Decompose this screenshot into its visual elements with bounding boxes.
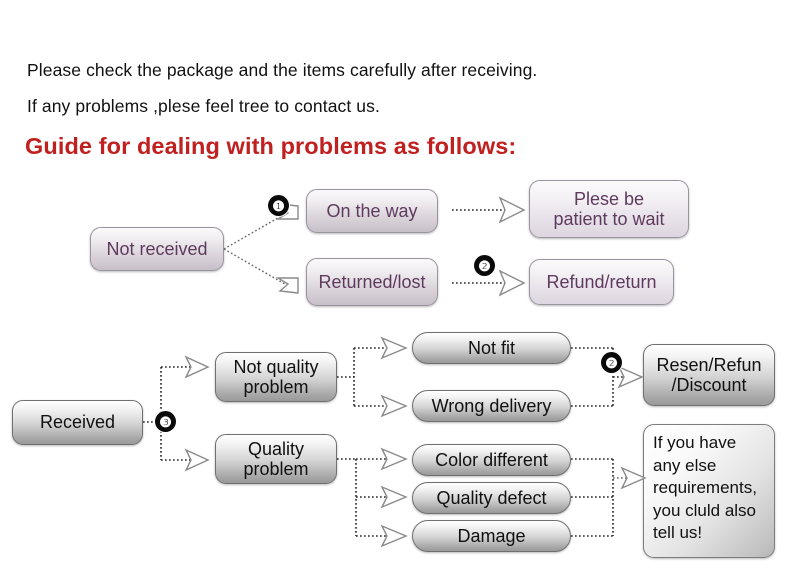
node-resend-refund-discount-line1: Resen/Refun <box>656 354 762 375</box>
node-refund-return[interactable]: Refund/return <box>529 259 674 305</box>
intro-line-2: If any problems ,plese feel tree to cont… <box>27 96 380 116</box>
node-quality-problem-line1: Quality <box>247 438 305 459</box>
arrowhead-returnedlost <box>275 277 299 294</box>
node-wrong-delivery[interactable]: Wrong delivery <box>412 390 571 422</box>
arrowhead-color <box>380 447 408 471</box>
arrowhead-damage <box>380 524 408 548</box>
note-line-3: requirements, <box>653 478 757 498</box>
node-not-quality-problem[interactable]: Not quality problem <box>215 352 337 402</box>
guide-heading: Guide for dealing with problems as follo… <box>25 133 517 159</box>
node-damage[interactable]: Damage <box>412 520 571 552</box>
arrowhead-wait <box>498 196 526 224</box>
wire-notreceived-returnedlost <box>223 248 291 288</box>
node-returned-lost[interactable]: Returned/lost <box>306 258 438 306</box>
note-line-4: you cluld also <box>653 500 757 520</box>
intro-line-1: Please check the package and the items c… <box>27 60 538 80</box>
node-quality-problem[interactable]: Quality problem <box>215 434 337 484</box>
node-please-be-patient[interactable]: Plese be patient to wait <box>529 180 689 238</box>
badge-one: ❶ <box>268 195 289 216</box>
node-not-fit[interactable]: Not fit <box>412 332 571 364</box>
arrowhead-notquality <box>184 355 210 379</box>
node-extra-requirements-note[interactable]: If you have any else requirements, you c… <box>643 424 775 558</box>
node-on-the-way[interactable]: On the way <box>306 189 438 233</box>
arrowhead-refund <box>498 269 526 297</box>
node-quality-defect[interactable]: Quality defect <box>412 482 571 514</box>
arrowhead-quality <box>184 448 210 472</box>
node-resend-refund-discount-line2: /Discount <box>671 375 747 395</box>
arrowhead-wrongdelivery <box>380 394 408 418</box>
node-color-different[interactable]: Color different <box>412 444 571 476</box>
node-not-quality-problem-line1: Not quality <box>233 356 319 377</box>
arrowhead-defect <box>380 485 408 509</box>
node-please-be-patient-line2: patient to wait <box>553 209 665 229</box>
arrowhead-notfit <box>380 336 408 360</box>
badge-two-upper: ❷ <box>474 255 495 276</box>
arrowhead-resen <box>617 365 644 389</box>
node-not-received[interactable]: Not received <box>90 227 224 271</box>
arrowhead-note <box>620 466 647 490</box>
node-not-quality-problem-line2: problem <box>243 377 309 397</box>
node-quality-problem-line2: problem <box>243 459 309 479</box>
node-received[interactable]: Received <box>12 400 143 445</box>
badge-two-lower: ❷ <box>601 352 622 373</box>
node-please-be-patient-line1: Plese be <box>573 188 645 209</box>
wire-notreceived-ontheway <box>223 210 291 250</box>
note-line-2: any else <box>653 455 717 475</box>
note-line-1: If you have <box>653 433 737 452</box>
node-resend-refund-discount[interactable]: Resen/Refun /Discount <box>643 344 775 406</box>
badge-three: ❸ <box>155 411 176 432</box>
note-line-5: tell us! <box>653 523 703 543</box>
